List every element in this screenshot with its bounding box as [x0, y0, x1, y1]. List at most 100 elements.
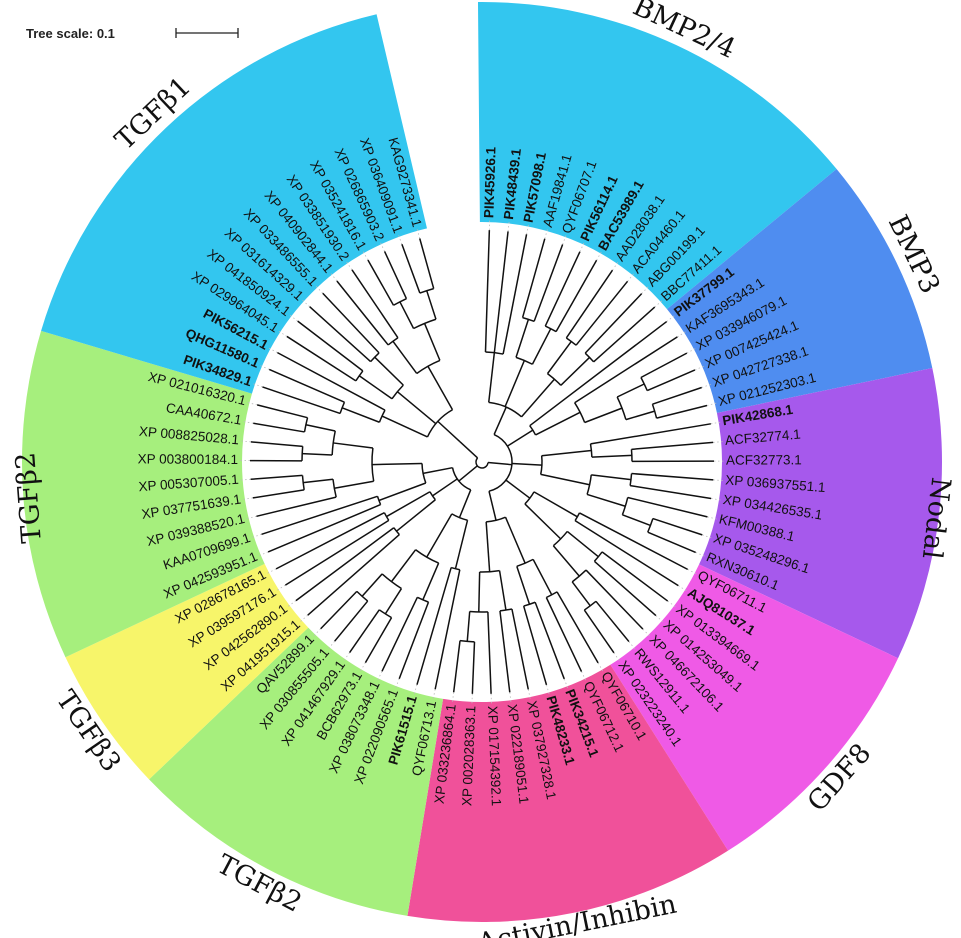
- leaf-guide: [328, 640, 335, 650]
- tree-branch: [516, 566, 531, 605]
- tree-branch: [555, 259, 598, 332]
- leaf-guide: [695, 552, 706, 557]
- leaf-guide: [687, 569, 697, 575]
- tree-branch-arc: [586, 474, 592, 495]
- leaf-guide: [562, 234, 567, 245]
- tree-branch: [540, 473, 590, 486]
- leaf-guide-lines: [240, 220, 724, 704]
- tree-branch: [584, 293, 643, 354]
- tree-branch-arc: [488, 401, 522, 418]
- tree-branch: [297, 320, 364, 372]
- clade-band: [667, 168, 933, 413]
- leaf-guide: [360, 662, 366, 672]
- leaf-guide: [287, 600, 297, 607]
- tree-branch-arc: [547, 373, 562, 386]
- tree-branch: [593, 560, 657, 617]
- tree-branch: [571, 581, 591, 607]
- leaf-guide: [686, 348, 696, 354]
- tree-branch: [367, 259, 395, 306]
- tree-branch-arc: [387, 337, 399, 346]
- tree-branch-arc: [499, 608, 513, 612]
- tree-branch: [396, 499, 436, 532]
- tree-branch: [545, 597, 583, 672]
- tree-branch: [307, 534, 400, 616]
- tree-branch: [392, 340, 418, 374]
- tree-branch: [601, 551, 669, 602]
- tree-branch-arc: [301, 475, 305, 490]
- leaf-guide: [627, 273, 635, 282]
- tree-branch: [295, 527, 395, 602]
- tree-branch: [277, 351, 386, 411]
- tree-branch: [534, 601, 565, 680]
- tree-branch: [521, 238, 546, 318]
- clade-band: [21, 330, 265, 658]
- tree-branch: [507, 429, 534, 447]
- tree-branch: [529, 320, 668, 427]
- tree-branch: [261, 495, 378, 536]
- tree-branch-arc: [640, 377, 648, 391]
- tree-branch-arc: [331, 430, 336, 456]
- tree-branch: [419, 238, 435, 289]
- tree-branch: [622, 514, 651, 527]
- clade-band: [41, 14, 427, 394]
- leaf-guide: [246, 515, 257, 520]
- tree-branch-arc: [370, 352, 380, 363]
- tree-branch-arc: [524, 491, 535, 505]
- tree-branch: [275, 511, 385, 570]
- tree-branch: [583, 609, 615, 654]
- tree-branch: [487, 461, 512, 466]
- tree-branch-arc: [539, 455, 543, 475]
- tree-branch: [541, 449, 592, 457]
- leaf-guide: [579, 242, 585, 252]
- tree-branch: [437, 420, 461, 443]
- leaf-label: XP 002028363.1: [459, 705, 478, 806]
- tree-branch-arc: [469, 610, 488, 613]
- leaf-guide: [527, 689, 531, 700]
- tree-branch-arc: [429, 491, 436, 501]
- tree-branch: [364, 617, 393, 663]
- tree-branch: [459, 441, 479, 459]
- tree-branch: [652, 386, 702, 405]
- tree-branch: [386, 491, 431, 518]
- tree-branch: [374, 356, 404, 386]
- tree-branch: [458, 489, 472, 518]
- tree-branch: [511, 462, 542, 466]
- leaf-guide: [240, 478, 251, 481]
- tree-branch: [522, 605, 548, 686]
- tree-branch: [381, 597, 419, 672]
- leaf-guide: [667, 600, 676, 608]
- tree-branch-arc: [629, 473, 633, 486]
- clade-label: TGFβ2: [10, 451, 48, 544]
- tree-branch: [487, 611, 492, 694]
- tree-branch-arc: [546, 591, 558, 599]
- tree-branch: [520, 378, 555, 418]
- tree-branch-arc: [301, 446, 304, 461]
- leaf-guide: [330, 272, 338, 282]
- leaf-guide: [362, 251, 369, 261]
- clade-band: [407, 664, 729, 922]
- tree-branch: [333, 442, 373, 449]
- leaf-guide: [452, 692, 455, 703]
- tree-branch: [524, 503, 562, 540]
- tree-branch: [253, 422, 305, 433]
- leaf-guide: [247, 402, 258, 406]
- leaf-guide: [581, 671, 587, 681]
- leaf-guide: [711, 498, 722, 501]
- tree-branch: [499, 610, 511, 693]
- clade-band: [699, 368, 942, 659]
- tree-branch: [361, 573, 383, 597]
- tree-branch: [250, 474, 303, 481]
- tree-branch-arc: [371, 447, 375, 482]
- tree-branch: [399, 301, 415, 329]
- tree-branch: [309, 306, 372, 363]
- tree-branch: [383, 251, 408, 299]
- tree-branch: [591, 454, 632, 458]
- tree-branch-arc: [413, 318, 437, 330]
- leaf-guide: [301, 299, 310, 307]
- tree-branch: [590, 423, 711, 445]
- tree-branch: [591, 474, 632, 481]
- leaf-label: XP 017154392.1: [485, 705, 504, 806]
- tree-branch: [416, 567, 452, 685]
- tree-branch: [552, 545, 580, 577]
- tree-branch: [284, 519, 390, 586]
